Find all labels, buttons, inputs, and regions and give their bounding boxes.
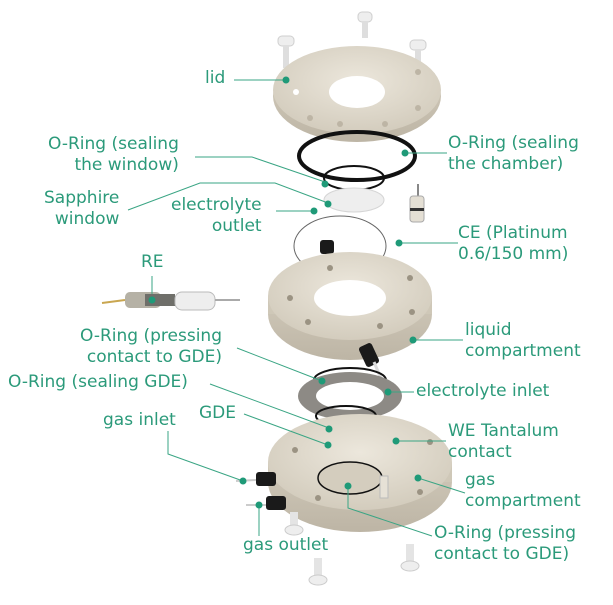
- leader-oring-sealing-gde: [209, 383, 333, 433]
- label-ce-line1: CE (Platinum: [458, 223, 568, 243]
- label-re-line1: RE: [141, 252, 164, 272]
- label-gde-line1: GDE: [199, 403, 237, 423]
- leader-sapphire-window: [127, 182, 332, 211]
- label-electrolyte-outlet: electrolyte outlet: [171, 195, 262, 237]
- label-gas-compartment-line2: compartment: [465, 491, 581, 511]
- screw-top-2: [277, 35, 295, 68]
- label-oring-pressing-top: O-Ring (pressing contact to GDE): [80, 326, 222, 368]
- label-liquid-compartment: liquid compartment: [465, 320, 581, 362]
- lid-part: [273, 46, 441, 142]
- label-liquid-compartment-line1: liquid: [465, 320, 512, 340]
- label-liquid-compartment-line2: compartment: [465, 341, 581, 361]
- screw-bottom-3: [400, 544, 420, 572]
- leader-electrolyte-outlet: [276, 207, 318, 215]
- label-oring-chamber: O-Ring (sealing the chamber): [448, 133, 579, 175]
- leader-electrolyte-inlet: [384, 388, 414, 396]
- label-electrolyte-inlet: electrolyte inlet: [416, 381, 549, 402]
- label-we-contact-line2: contact: [448, 442, 512, 462]
- leader-oring-chamber: [401, 149, 447, 157]
- leader-re: [148, 276, 156, 304]
- label-gas-outlet: gas outlet: [243, 535, 328, 556]
- label-oring-sealing-gde: O-Ring (sealing GDE): [8, 372, 188, 393]
- leader-oring-pressing-bottom: [344, 482, 433, 537]
- label-gas-compartment: gas compartment: [465, 470, 581, 512]
- sapphire-window-part: [323, 187, 385, 213]
- label-lid: lid: [205, 68, 225, 89]
- leader-we-contact: [392, 437, 446, 445]
- label-oring-sealing-gde-line1: O-Ring (sealing GDE): [8, 372, 188, 392]
- label-oring-pressing-bottom: O-Ring (pressing contact to GDE): [434, 523, 576, 565]
- label-gas-inlet-line1: gas inlet: [103, 410, 176, 430]
- label-lid-line1: lid: [205, 68, 226, 88]
- screw-top-1: [357, 11, 373, 38]
- leader-lid: [234, 76, 290, 84]
- label-gas-inlet: gas inlet: [103, 410, 176, 431]
- leader-gas-outlet: [255, 501, 263, 536]
- label-electrolyte-outlet-line1: electrolyte: [171, 195, 262, 215]
- label-oring-pressing-top-line1: O-Ring (pressing: [80, 326, 222, 346]
- label-oring-pressing-bottom-line2: contact to GDE): [434, 544, 570, 564]
- label-sapphire-window-line1: Sapphire: [44, 188, 120, 208]
- label-gas-compartment-line1: gas: [465, 470, 496, 490]
- liquid-compartment-part: [268, 252, 432, 360]
- label-we-contact: WE Tantalum contact: [448, 421, 559, 463]
- leader-ce: [395, 239, 458, 247]
- electrolyte-outlet-fitting: [320, 240, 334, 254]
- screw-bottom-2: [308, 558, 328, 586]
- leader-gas-compartment: [414, 474, 466, 494]
- gas-compartment-part: [268, 414, 452, 532]
- oring-chamber-part: [297, 130, 417, 182]
- label-sapphire-window-line2: window: [54, 209, 120, 229]
- ce-holder-part: [409, 184, 425, 223]
- label-we-contact-line1: WE Tantalum: [448, 421, 559, 441]
- re-electrode-part: [101, 291, 240, 311]
- label-gde: GDE: [199, 403, 236, 424]
- label-oring-window-line2: the window): [74, 155, 179, 175]
- label-oring-chamber-line1: O-Ring (sealing: [448, 133, 579, 153]
- leader-liquid-compartment: [409, 336, 463, 344]
- label-oring-window: O-Ring (sealing the window): [48, 134, 179, 176]
- label-electrolyte-outlet-line2: outlet: [211, 216, 262, 236]
- label-electrolyte-inlet-line1: electrolyte inlet: [416, 381, 550, 401]
- leader-oring-pressing-top: [236, 347, 326, 385]
- leader-gas-inlet: [167, 431, 247, 485]
- label-gas-outlet-line1: gas outlet: [243, 535, 329, 555]
- label-re: RE: [141, 252, 164, 273]
- label-oring-pressing-top-line2: contact to GDE): [86, 347, 222, 367]
- label-ce: CE (Platinum 0.6/150 mm): [458, 223, 568, 265]
- leader-gde: [243, 413, 332, 449]
- label-oring-chamber-line2: the chamber): [448, 154, 564, 174]
- label-sapphire-window: Sapphire window: [44, 188, 119, 230]
- leader-oring-window: [195, 156, 329, 188]
- screw-bottom-1: [284, 512, 304, 536]
- gas-outlet-fitting: [246, 496, 286, 510]
- label-ce-line2: 0.6/150 mm): [458, 244, 569, 264]
- label-oring-window-line1: O-Ring (sealing: [48, 134, 179, 154]
- label-oring-pressing-bottom-line1: O-Ring (pressing: [434, 523, 576, 543]
